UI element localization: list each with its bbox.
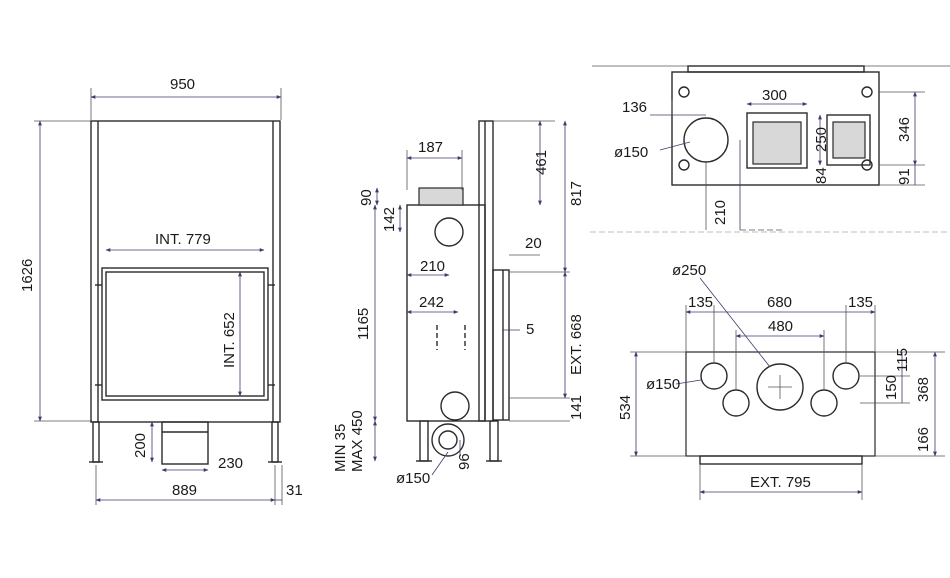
label-int-width: INT. 779 bbox=[155, 231, 211, 248]
side-body bbox=[406, 204, 486, 422]
label-top-offset: 90 bbox=[358, 189, 375, 206]
label-bottom-left-offset: 135 bbox=[688, 294, 713, 311]
label-height: 1165 bbox=[355, 308, 372, 340]
label-bottom-top-offset: 115 bbox=[894, 348, 911, 372]
label-big-diameter: ø250 bbox=[672, 262, 706, 279]
side-chimney bbox=[418, 187, 464, 206]
label-bottom-middle-height: 150 bbox=[883, 375, 900, 400]
front-door bbox=[105, 271, 265, 397]
label-leg-range-max: MAX 450 bbox=[349, 410, 366, 472]
label-width-top: 950 bbox=[170, 76, 195, 93]
label-duct-diameter: ø150 bbox=[396, 470, 430, 487]
label-leg-height: 200 bbox=[132, 433, 149, 458]
label-offset-left: 136 bbox=[622, 99, 647, 116]
label-total-depth: 346 bbox=[896, 117, 913, 142]
label-duct-depth: 142 bbox=[381, 207, 398, 232]
label-top-bottom-offset: 91 bbox=[896, 168, 913, 185]
label-bottom-small-diameter: ø150 bbox=[646, 376, 680, 393]
top-box bbox=[746, 112, 808, 169]
label-duct-width: 230 bbox=[218, 455, 243, 472]
label-bottom-offset: 141 bbox=[568, 395, 585, 420]
front-view: 950 1626 INT. 779 INT. 652 bbox=[19, 76, 303, 505]
label-bottom-right-offset: 135 bbox=[848, 294, 873, 311]
label-base-width: 889 bbox=[172, 482, 197, 499]
label-bottom-total: 368 bbox=[915, 377, 932, 402]
side-view: 187 90 142 210 242 1165 MIN 35 MAX 450 ø… bbox=[332, 120, 585, 487]
label-inner-width: 480 bbox=[768, 318, 793, 335]
label-bottom-bottom-offset: 166 bbox=[915, 427, 932, 452]
label-top-duct-diameter: ø150 bbox=[614, 144, 648, 161]
top-view: 136 ø150 210 300 250 84 346 91 bbox=[592, 65, 950, 231]
label-box-width: 300 bbox=[762, 87, 787, 104]
top-duct bbox=[683, 117, 729, 163]
label-ext-height: EXT. 668 bbox=[568, 314, 585, 375]
label-int-height: INT. 652 bbox=[221, 312, 238, 368]
label-box-offset: 84 bbox=[813, 167, 830, 184]
label-leg-range-min: MIN 35 bbox=[332, 424, 349, 472]
label-gap: 5 bbox=[526, 321, 534, 338]
label-frame-offset: 20 bbox=[525, 235, 542, 252]
label-duct-pos: 210 bbox=[420, 258, 445, 275]
label-bottom-height: 534 bbox=[617, 395, 634, 420]
bottom-duct-center bbox=[756, 363, 804, 411]
side-duct-top bbox=[434, 217, 464, 247]
bottom-body bbox=[685, 351, 876, 457]
label-total-height: 817 bbox=[568, 181, 585, 206]
label-inner-depth: 242 bbox=[419, 294, 444, 311]
bottom-view: ø250 135 680 135 480 ø150 534 115 150 36… bbox=[590, 231, 950, 500]
label-middle-width: 680 bbox=[767, 294, 792, 311]
label-side-offset: 31 bbox=[286, 482, 303, 499]
side-duct-bottom bbox=[440, 391, 470, 421]
label-chimney-width: 187 bbox=[418, 139, 443, 156]
label-upper-height: 461 bbox=[533, 150, 550, 175]
label-distance: 210 bbox=[712, 200, 729, 225]
label-duct-offset: 96 bbox=[456, 453, 473, 470]
front-duct bbox=[161, 421, 209, 465]
label-height-total: 1626 bbox=[19, 259, 36, 292]
label-ext-width: EXT. 795 bbox=[750, 474, 811, 491]
label-box-height: 250 bbox=[813, 127, 830, 152]
